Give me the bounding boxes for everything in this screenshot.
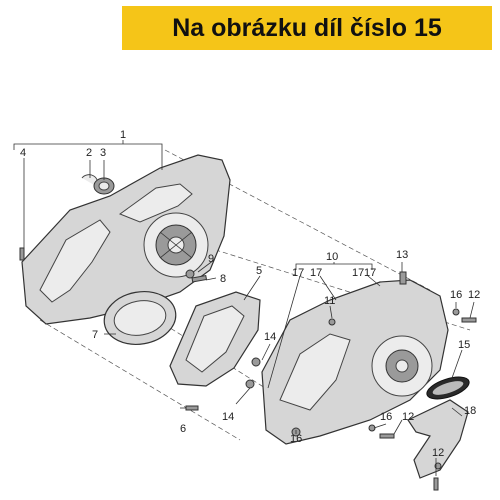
dowel-pin (19, 247, 25, 261)
title-banner: Na obrázku díl číslo 15 (122, 6, 492, 50)
screws-right (328, 271, 477, 491)
callout-13: 13 (396, 249, 408, 261)
callout-11: 11 (324, 295, 335, 307)
callout-17b: 17 (310, 267, 322, 279)
drive-belt (103, 291, 177, 345)
callout-labels: 1 2 3 4 5 6 7 8 9 10 11 12 12 12 13 14 1… (20, 129, 480, 459)
callout-12b: 12 (402, 411, 414, 423)
callout-4: 4 (20, 147, 26, 159)
duct-cover (169, 291, 261, 387)
callout-17c: 17 (352, 267, 364, 279)
banner-text: Na obrázku díl číslo 15 (172, 13, 442, 42)
lead-lines (13, 140, 475, 476)
support-bracket (407, 399, 469, 479)
callout-3: 3 (100, 147, 106, 159)
outer-cover (21, 154, 231, 325)
callout-17d: 17 (364, 267, 376, 279)
callout-17a: 17 (292, 267, 304, 279)
callout-12a: 12 (468, 289, 480, 301)
callout-15: 15 (458, 339, 470, 351)
callout-6: 6 (180, 423, 186, 435)
callout-9: 9 (208, 253, 214, 265)
callout-1: 1 (120, 129, 126, 141)
callout-10: 10 (326, 251, 338, 263)
callout-16a: 16 (450, 289, 462, 301)
callout-2: 2 (86, 147, 92, 159)
callout-16b: 16 (290, 433, 302, 445)
screws-left (185, 269, 261, 411)
callout-7: 7 (92, 329, 98, 341)
callout-16c: 16 (380, 411, 392, 423)
badge-emblem (426, 376, 470, 400)
circlip-and-bearing (81, 174, 115, 195)
callout-5: 5 (256, 265, 262, 277)
callout-14b: 14 (222, 411, 234, 423)
callout-18: 18 (464, 405, 476, 417)
inner-cover (261, 279, 449, 445)
callout-8: 8 (220, 273, 226, 285)
callout-14a: 14 (264, 331, 276, 343)
callout-12c: 12 (432, 447, 444, 459)
